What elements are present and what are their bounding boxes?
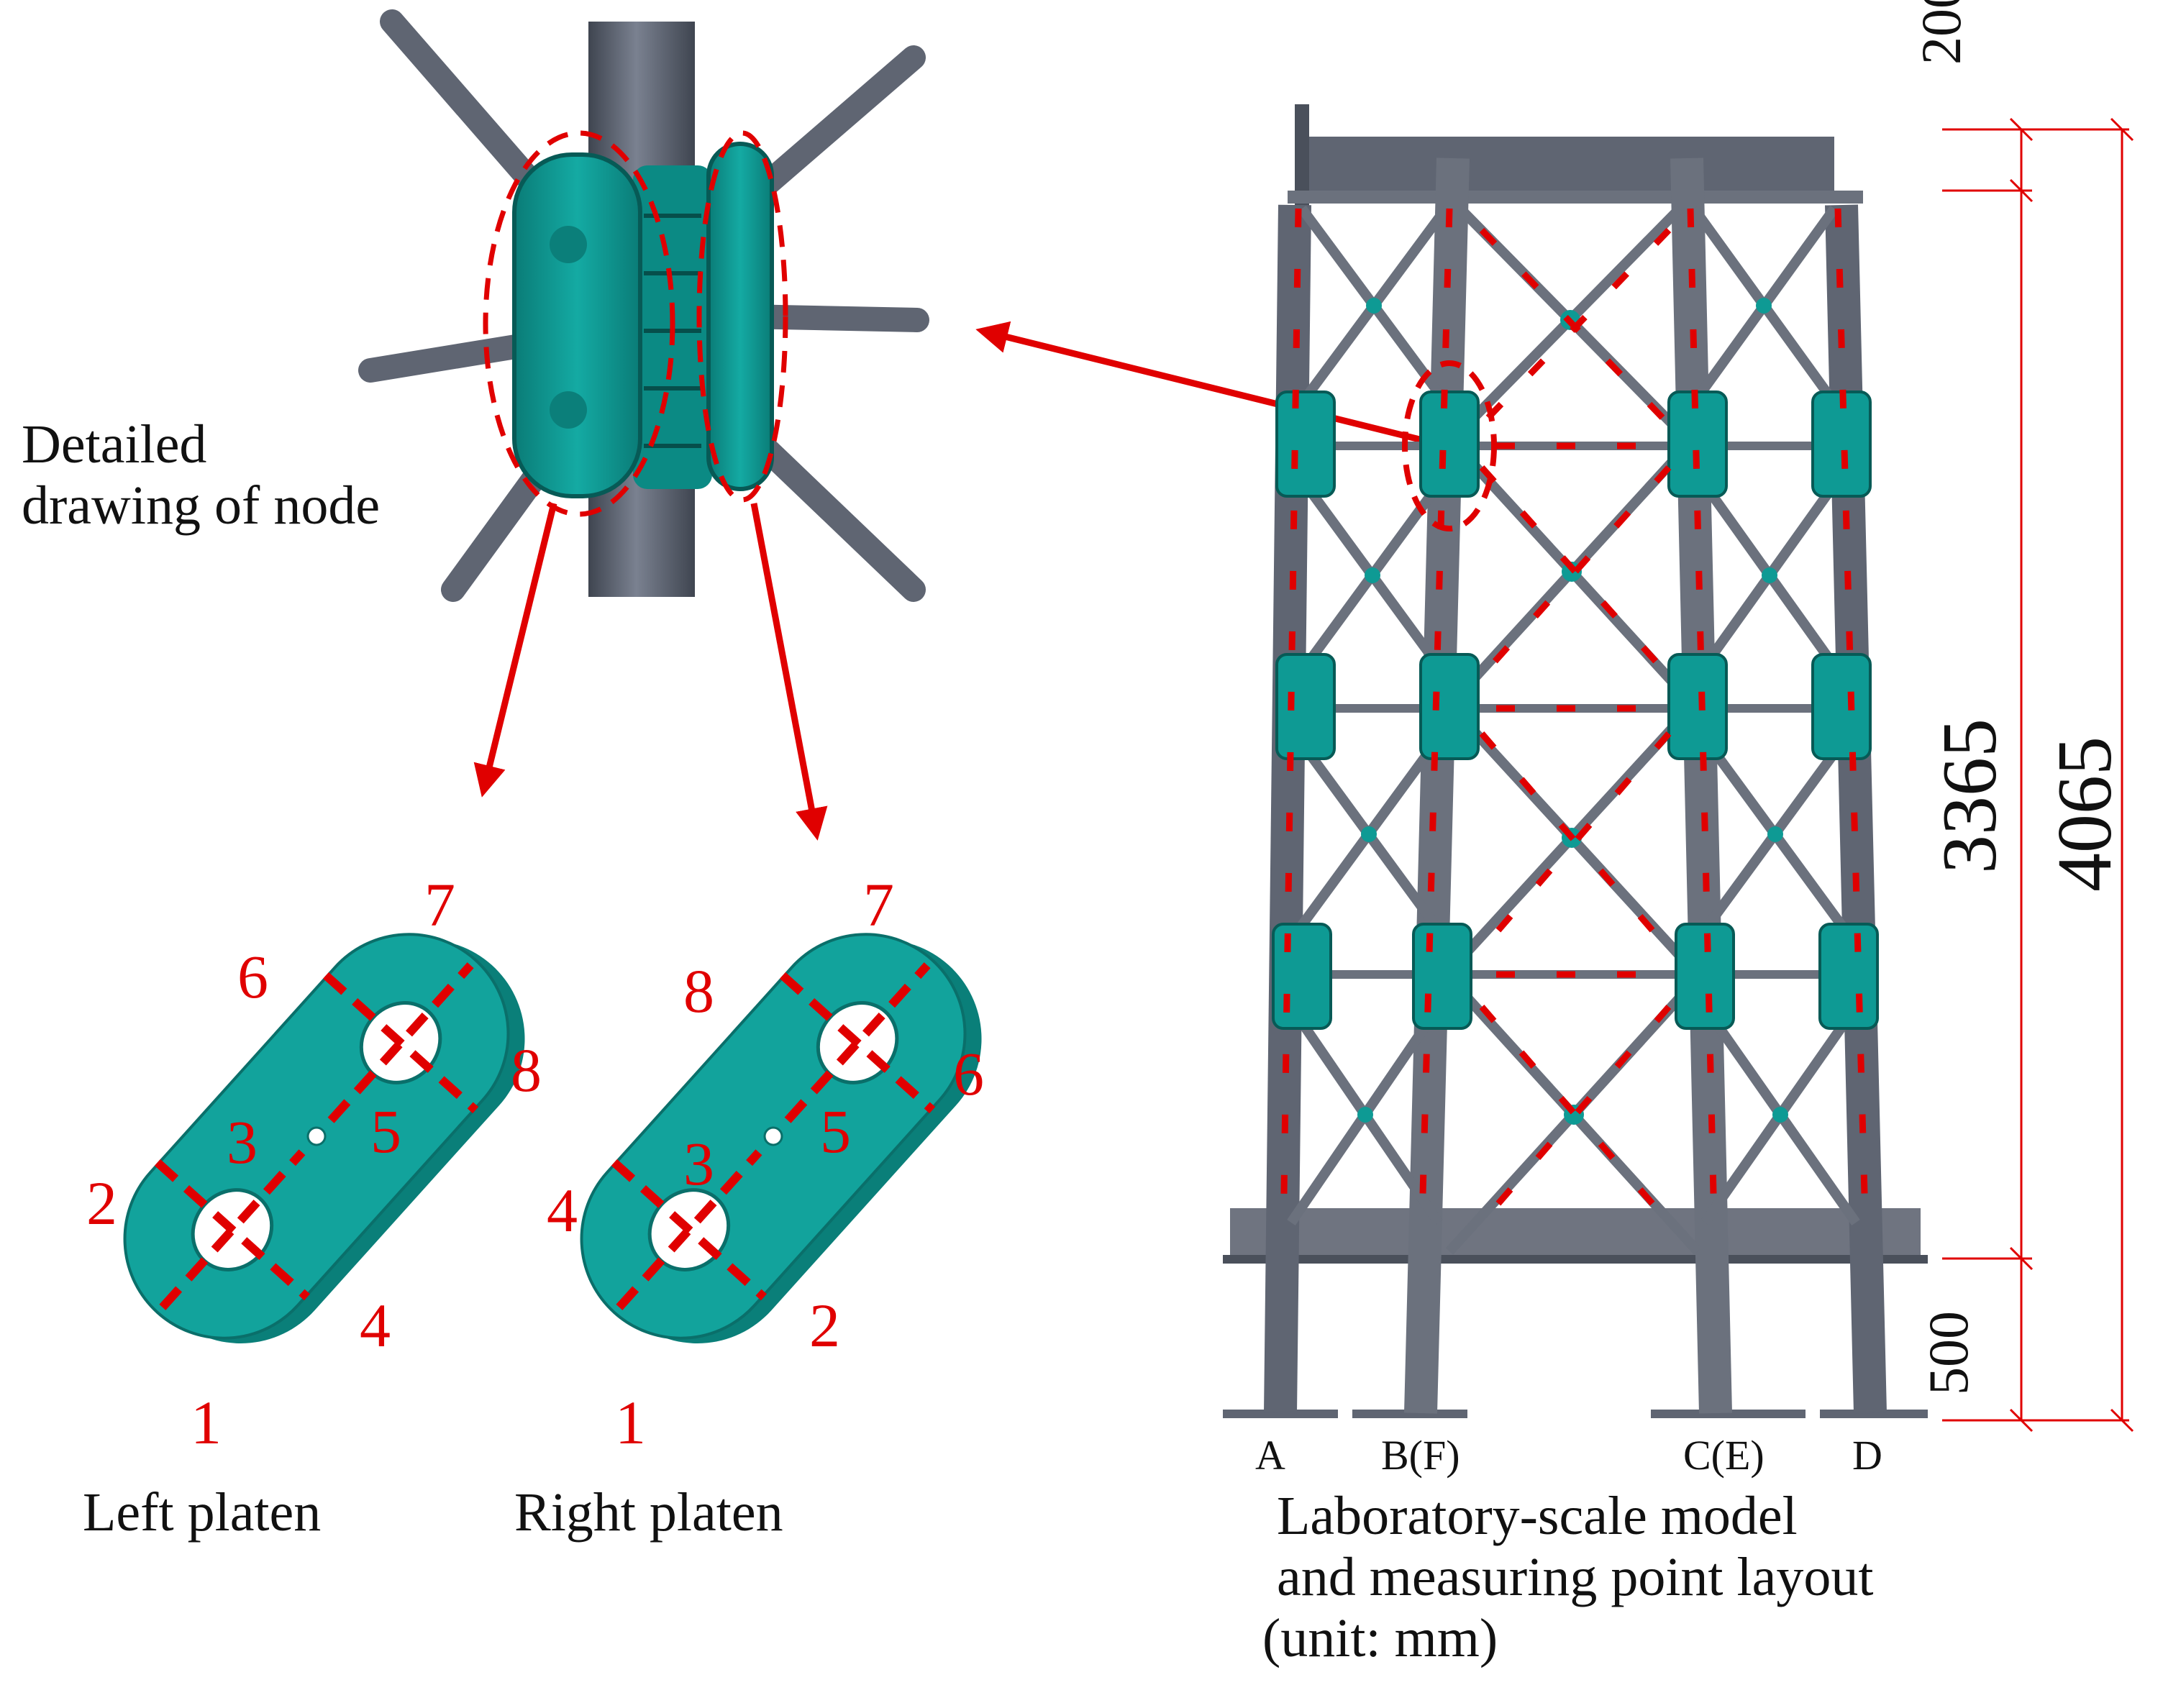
node-caption-line1: Detailed <box>22 414 207 475</box>
tower-bracing <box>1287 205 1860 1255</box>
tower-model <box>1223 104 1928 1418</box>
right-platen-title: Right platen <box>514 1482 783 1543</box>
right-point-5: 5 <box>820 1097 851 1166</box>
arrow-to-left-plate <box>473 502 557 798</box>
left-point-3: 3 <box>227 1108 258 1177</box>
dimension-top: 200 <box>1910 0 1972 65</box>
left-point-8: 8 <box>511 1036 542 1105</box>
left-point-1: 1 <box>191 1388 222 1457</box>
right-point-4: 4 <box>547 1176 578 1245</box>
column-label-d: D <box>1852 1432 1882 1479</box>
right-point-1: 1 <box>615 1388 646 1457</box>
dimension-total: 4065 <box>2042 736 2128 892</box>
node-right-plate <box>706 142 774 491</box>
measuring-points <box>1280 208 1868 1225</box>
left-point-7: 7 <box>424 870 455 939</box>
right-plate-highlight <box>696 130 788 503</box>
left-point-4: 4 <box>360 1291 391 1360</box>
left-point-2: 2 <box>86 1169 117 1238</box>
model-caption-line2: and measuring point layout <box>1277 1547 1874 1607</box>
node-left-plate <box>512 152 642 498</box>
left-platen-drawing <box>123 933 525 1343</box>
arrow-to-right-plate <box>750 503 828 841</box>
column-label-bf: B(F) <box>1381 1432 1460 1479</box>
top-deck <box>1295 137 1834 194</box>
right-point-3: 3 <box>683 1129 714 1198</box>
column-label-a: A <box>1255 1432 1285 1479</box>
left-point-6: 6 <box>237 942 268 1011</box>
left-point-5: 5 <box>370 1097 401 1166</box>
mudmat <box>1230 1208 1921 1262</box>
right-point-8: 8 <box>683 956 714 1026</box>
dimension-middle: 3365 <box>1927 718 2013 874</box>
model-caption-line1: Laboratory-scale model <box>1277 1486 1798 1546</box>
dimension-lines <box>1942 117 2134 1433</box>
left-platen-title: Left platen <box>83 1482 322 1543</box>
node-caption-line2: drawing of node <box>22 475 381 536</box>
left-plate-highlight <box>483 130 675 517</box>
right-point-6: 6 <box>953 1039 984 1108</box>
model-node-highlight <box>1402 360 1497 531</box>
callout-arrows <box>473 321 1447 841</box>
right-point-7: 7 <box>863 870 894 939</box>
node-detail-drawing <box>358 9 929 602</box>
arrow-from-model-node <box>975 321 1447 449</box>
column-label-ce: C(E) <box>1683 1432 1764 1479</box>
right-platen-drawing <box>580 933 982 1343</box>
tower-feet <box>1223 1410 1928 1418</box>
dimension-bottom: 500 <box>1917 1311 1980 1395</box>
right-point-2: 2 <box>809 1291 840 1360</box>
model-caption-line3: (unit: mm) <box>1262 1608 1498 1668</box>
